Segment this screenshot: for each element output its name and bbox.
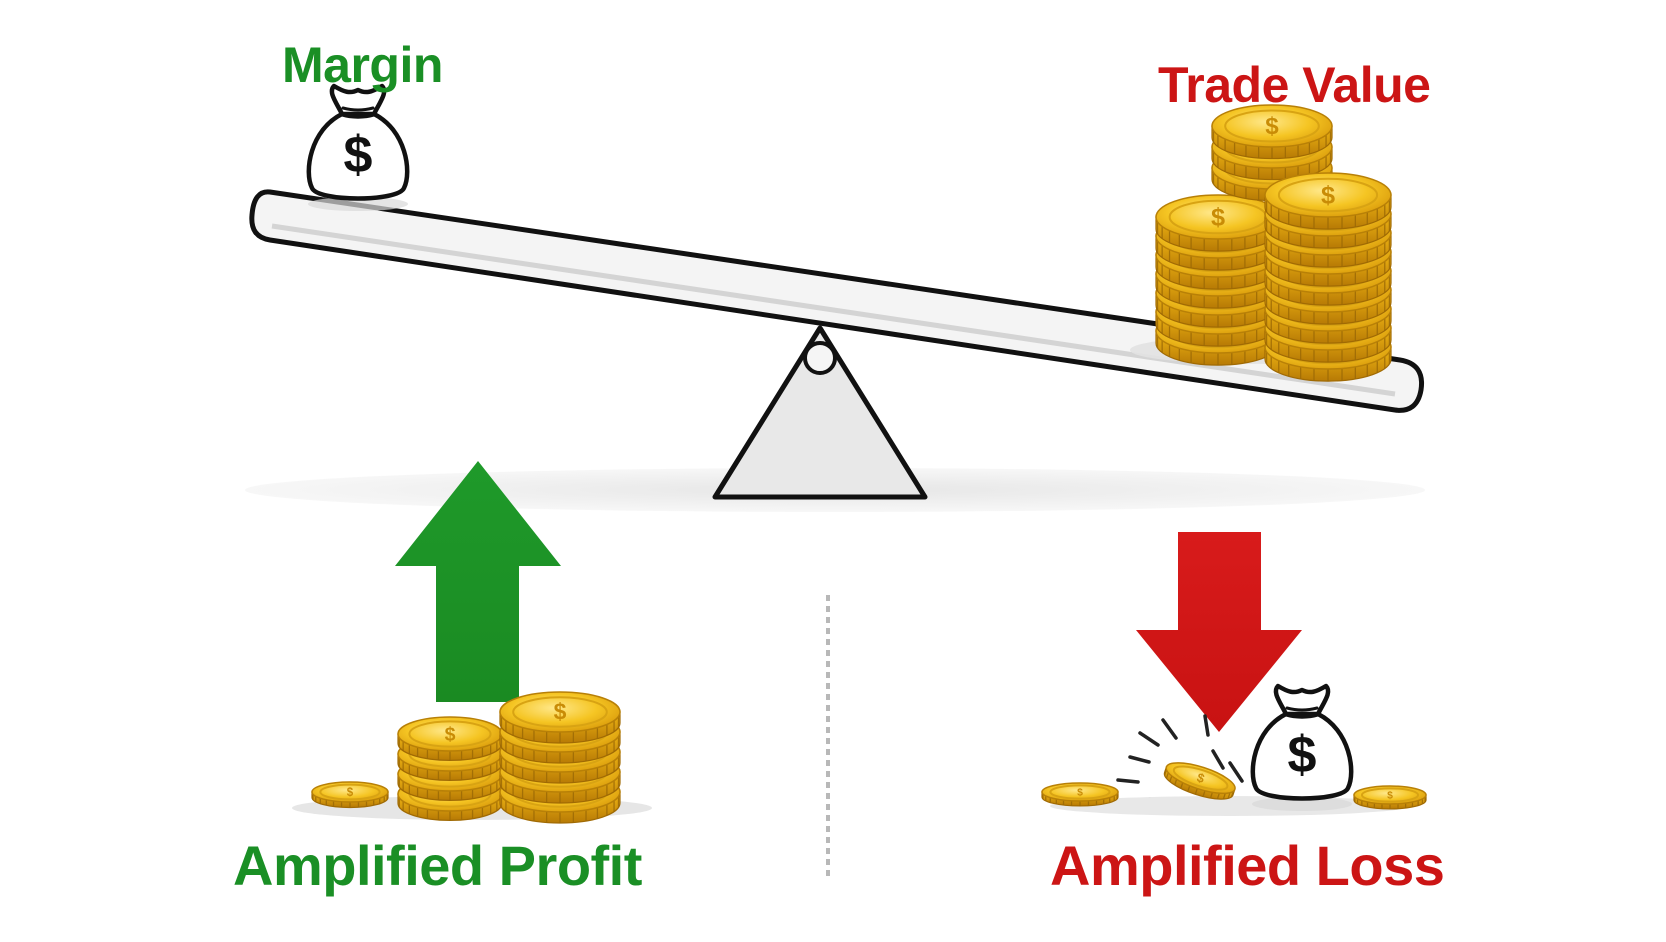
coin-symbol: $ (1265, 113, 1279, 140)
coin-symbol: $ (1321, 181, 1335, 209)
coin-symbol: $ (347, 787, 354, 799)
coin-icon: $ (311, 781, 389, 809)
coin-symbol: $ (554, 699, 567, 725)
coin-symbol: $ (445, 723, 456, 745)
coin-icon: $ (499, 691, 621, 744)
coin-symbol: $ (1195, 771, 1206, 786)
arrow-up-icon (395, 461, 561, 702)
coin-symbol: $ (1077, 787, 1083, 798)
coin-stack: $ (1155, 194, 1281, 366)
money-bag-symbol: $ (344, 126, 373, 184)
profit-coins-icon: $ $ $ (292, 691, 652, 824)
fulcrum-icon (712, 325, 928, 500)
coin-icon: $ (1155, 194, 1281, 252)
money-bag-icon: $ (1250, 683, 1354, 811)
money-bag-icon: $ (306, 83, 410, 211)
loss-coins-icon: $ $ $ (1041, 714, 1427, 816)
amplified-loss-label: Amplified Loss (1050, 834, 1445, 897)
coin-icon: $ (1264, 172, 1392, 230)
coin-icon: $ (1041, 782, 1119, 807)
arrow-down-icon (1136, 532, 1302, 732)
coin-stack: $ (397, 716, 503, 821)
margin-label: Margin (282, 37, 443, 93)
amplified-profit-label: Amplified Profit (233, 834, 642, 897)
coin-icon: $ (1163, 762, 1236, 800)
coin-icon: $ (1211, 104, 1333, 160)
coin-icon: $ (397, 716, 503, 761)
coin-symbol: $ (1211, 203, 1225, 231)
coin-icon: $ (1353, 785, 1427, 810)
coin-stack: $ (499, 691, 621, 824)
money-bag-symbol: $ (1288, 726, 1317, 784)
trade-value-coins-icon: $ $ $ (1130, 104, 1392, 382)
trade-value-label: Trade Value (1158, 57, 1431, 113)
coin-stack: $ (1264, 172, 1392, 382)
coin-symbol: $ (1387, 790, 1393, 801)
seesaw-beam (249, 189, 1425, 413)
